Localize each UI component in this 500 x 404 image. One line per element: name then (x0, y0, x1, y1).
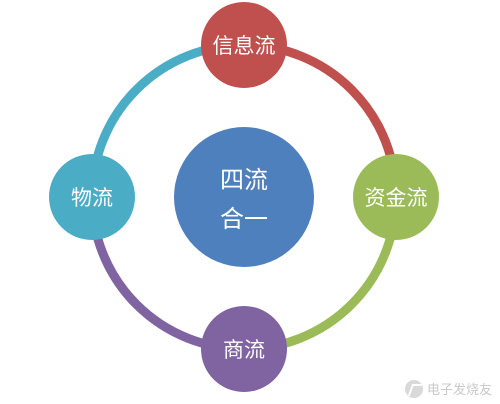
node-left-circle (49, 154, 135, 240)
center-label-line2: 合一 (220, 205, 268, 233)
watermark-text: 电子发烧友 (426, 383, 492, 398)
node-bottom-label: 商流 (223, 338, 265, 362)
node-top-circle (201, 2, 287, 88)
node-right-label: 资金流 (365, 186, 428, 210)
center-label-line1: 四流 (220, 166, 268, 194)
watermark: 电子发烧友 (404, 379, 492, 398)
node-left-label: 物流 (71, 186, 113, 210)
node-bottom-circle (201, 306, 287, 392)
node-right-circle (353, 154, 439, 240)
node-top-label: 信息流 (213, 34, 276, 58)
center-circle (174, 127, 314, 267)
logo-icon (404, 379, 423, 398)
